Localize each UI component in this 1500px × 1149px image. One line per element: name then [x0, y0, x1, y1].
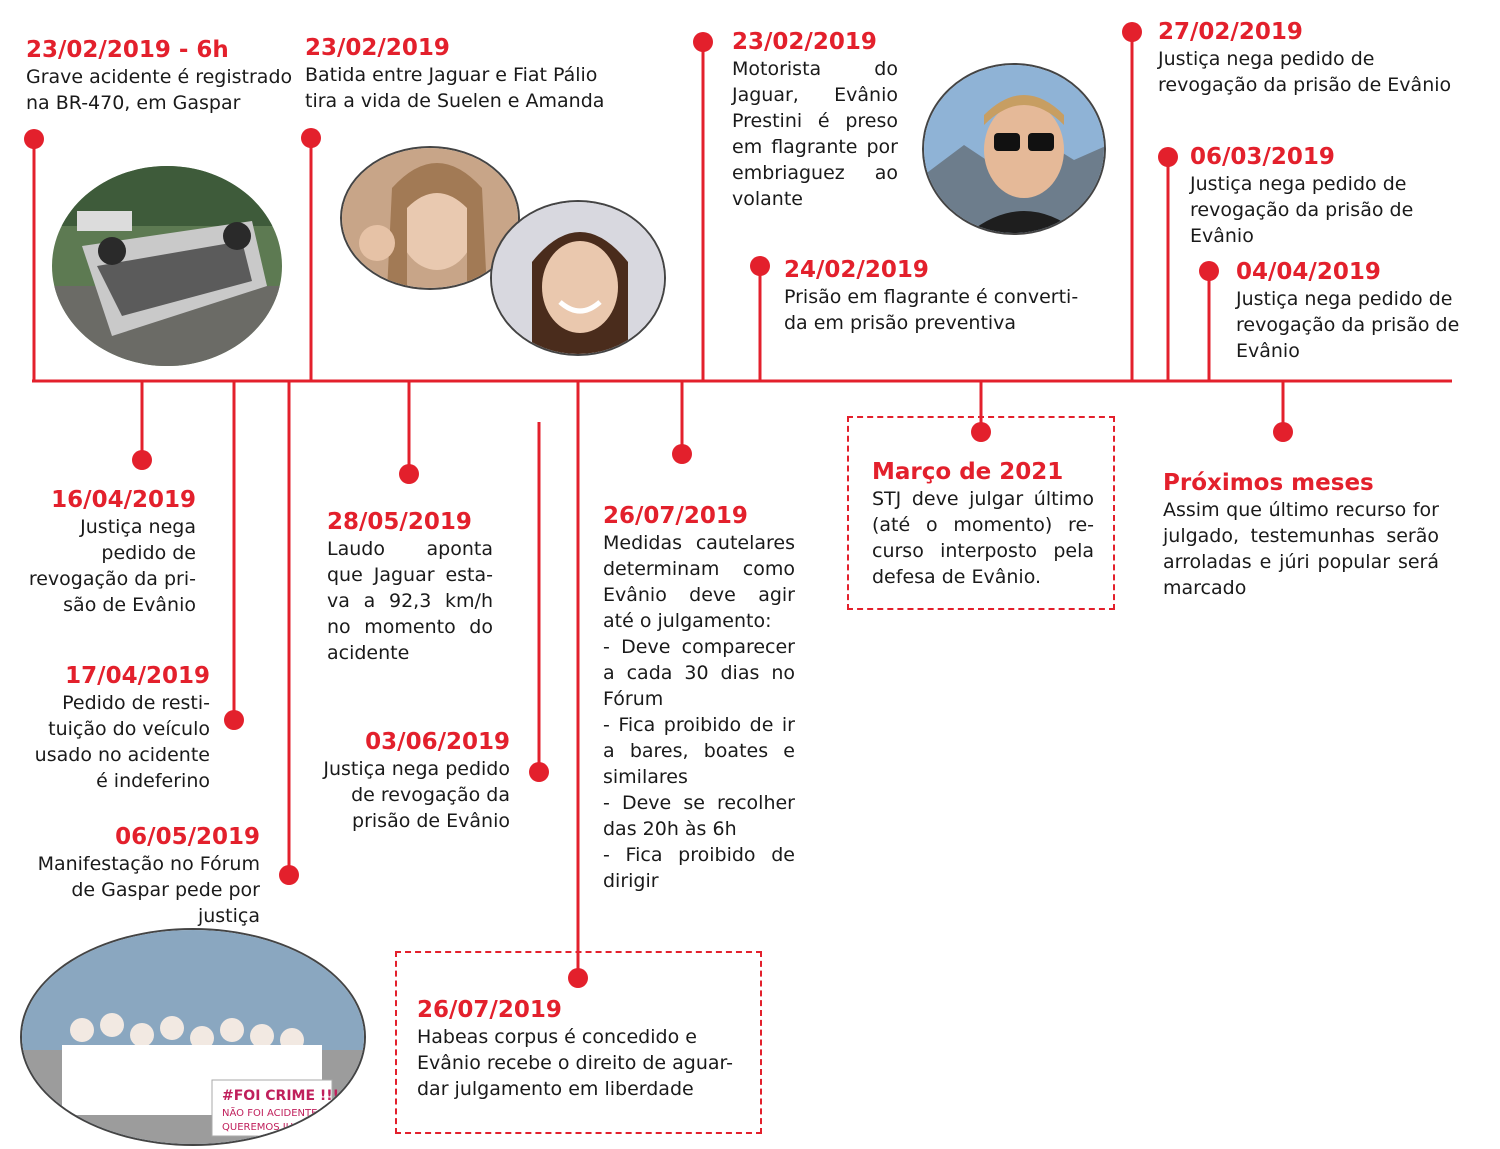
event-text: Motorista do Jaguar, Evânio Prestini é p… [732, 58, 898, 210]
event-dot [224, 710, 244, 730]
event-dot [568, 968, 588, 988]
dashed-box-march-2021 [847, 416, 1115, 610]
event-top-5: 27/02/2019 Justiça nega pedido de revoga… [1158, 18, 1458, 98]
event-dot [279, 865, 299, 885]
event-dot [1122, 22, 1142, 42]
protest-sign-text: #FOI CRIME !!! [222, 1088, 339, 1104]
event-top-7: 04/04/2019 Justiça nega pedido de revoga… [1236, 258, 1462, 364]
protest-sign-text-3: QUEREMOS JUSTIÇA [222, 1122, 322, 1133]
event-top-1: 23/02/2019 - 6h Grave acidente é registr… [26, 36, 296, 116]
event-bottom-3: 06/05/2019 Manifestação no Fórum de Gasp… [4, 823, 260, 929]
event-dot [672, 444, 692, 464]
event-top-3: 23/02/2019 Motorista do Jaguar, Evânio P… [732, 28, 898, 212]
event-text: Justiça nega pedido de revogação da pris… [1158, 48, 1452, 96]
event-text: Assim que último recurso for julgado, te… [1163, 499, 1439, 599]
event-dot [971, 422, 991, 442]
event-dot [399, 464, 419, 484]
event-dot [693, 32, 713, 52]
event-text: Justiça nega pedido de revogação da pri-… [28, 516, 196, 616]
event-bottom-8: Março de 2021 STJ deve julgar último (at… [872, 458, 1094, 590]
event-text: Justiça nega pedido de revogação da pris… [1236, 288, 1460, 362]
event-text: Justiça nega pedido de revogação da pris… [1190, 173, 1414, 247]
event-bottom-1: 16/04/2019 Justiça nega pedido de revoga… [10, 486, 196, 618]
event-bottom-5: 03/06/2019 Justiça nega pedido de revoga… [300, 728, 510, 834]
event-date: 06/03/2019 [1190, 144, 1335, 170]
protest-sign-text-2: NÃO FOI ACIDENTE [222, 1106, 317, 1119]
event-dot [132, 450, 152, 470]
event-date: 04/04/2019 [1236, 259, 1381, 285]
event-dot [1273, 422, 1293, 442]
event-bottom-6: 26/07/2019 Medidas cautelares determinam… [603, 502, 795, 894]
crash-photo [52, 166, 282, 366]
event-text: Prisão em flagrante é converti- da em pr… [784, 286, 1079, 334]
evanio-photo [922, 63, 1106, 235]
event-dot [1199, 261, 1219, 281]
event-date: 03/06/2019 [365, 729, 510, 755]
event-date: 06/05/2019 [115, 824, 260, 850]
event-text: Pedido de resti- tuição do veículo usado… [34, 692, 210, 792]
event-date: 23/02/2019 - 6h [26, 37, 229, 63]
suelen-photo [340, 146, 520, 290]
event-date: 17/04/2019 [65, 663, 210, 689]
event-text: Medidas cautelares determinam como Evâni… [603, 532, 795, 892]
event-date: Março de 2021 [872, 459, 1064, 485]
event-date: 28/05/2019 [327, 509, 472, 535]
event-dot [301, 128, 321, 148]
event-dot [750, 256, 770, 276]
event-dot [24, 129, 44, 149]
event-date: 26/07/2019 [603, 503, 748, 529]
event-top-6: 06/03/2019 Justiça nega pedido de revoga… [1190, 143, 1480, 249]
event-bottom-7: 26/07/2019 Habeas corpus é concedido e E… [417, 996, 757, 1102]
event-bottom-2: 17/04/2019 Pedido de resti- tuição do ve… [10, 662, 210, 794]
protest-photo: #FOI CRIME !!! NÃO FOI ACIDENTE QUEREMOS… [20, 928, 366, 1146]
event-date: 27/02/2019 [1158, 19, 1303, 45]
event-top-4: 24/02/2019 Prisão em flagrante é convert… [784, 256, 1084, 336]
event-text: Laudo aponta que Jaguar esta- va a 92,3 … [327, 538, 493, 664]
event-bottom-4: 28/05/2019 Laudo aponta que Jaguar esta-… [327, 508, 493, 666]
event-text: Habeas corpus é concedido e Evânio receb… [417, 1026, 733, 1100]
event-date: 23/02/2019 [732, 29, 877, 55]
event-date: 23/02/2019 [305, 35, 450, 61]
event-dot [1158, 147, 1178, 167]
amanda-photo [490, 200, 666, 356]
event-text: Grave acidente é registrado na BR-470, e… [26, 66, 293, 114]
event-dot [529, 762, 549, 782]
event-date: 24/02/2019 [784, 257, 929, 283]
event-top-2: 23/02/2019 Batida entre Jaguar e Fiat Pá… [305, 34, 605, 114]
event-text: Batida entre Jaguar e Fiat Pálio tira a … [305, 64, 605, 112]
event-text: STJ deve julgar último (até o momento) r… [872, 488, 1094, 588]
event-date: Próximos meses [1163, 470, 1374, 496]
event-bottom-9: Próximos meses Assim que último recurso … [1163, 469, 1439, 601]
event-text: Justiça nega pedido de revogação da pris… [323, 758, 510, 832]
dashed-box-habeas-corpus [395, 951, 762, 1134]
event-date: 26/07/2019 [417, 997, 562, 1023]
event-date: 16/04/2019 [51, 487, 196, 513]
event-text: Manifestação no Fórum de Gaspar pede por… [37, 853, 260, 927]
